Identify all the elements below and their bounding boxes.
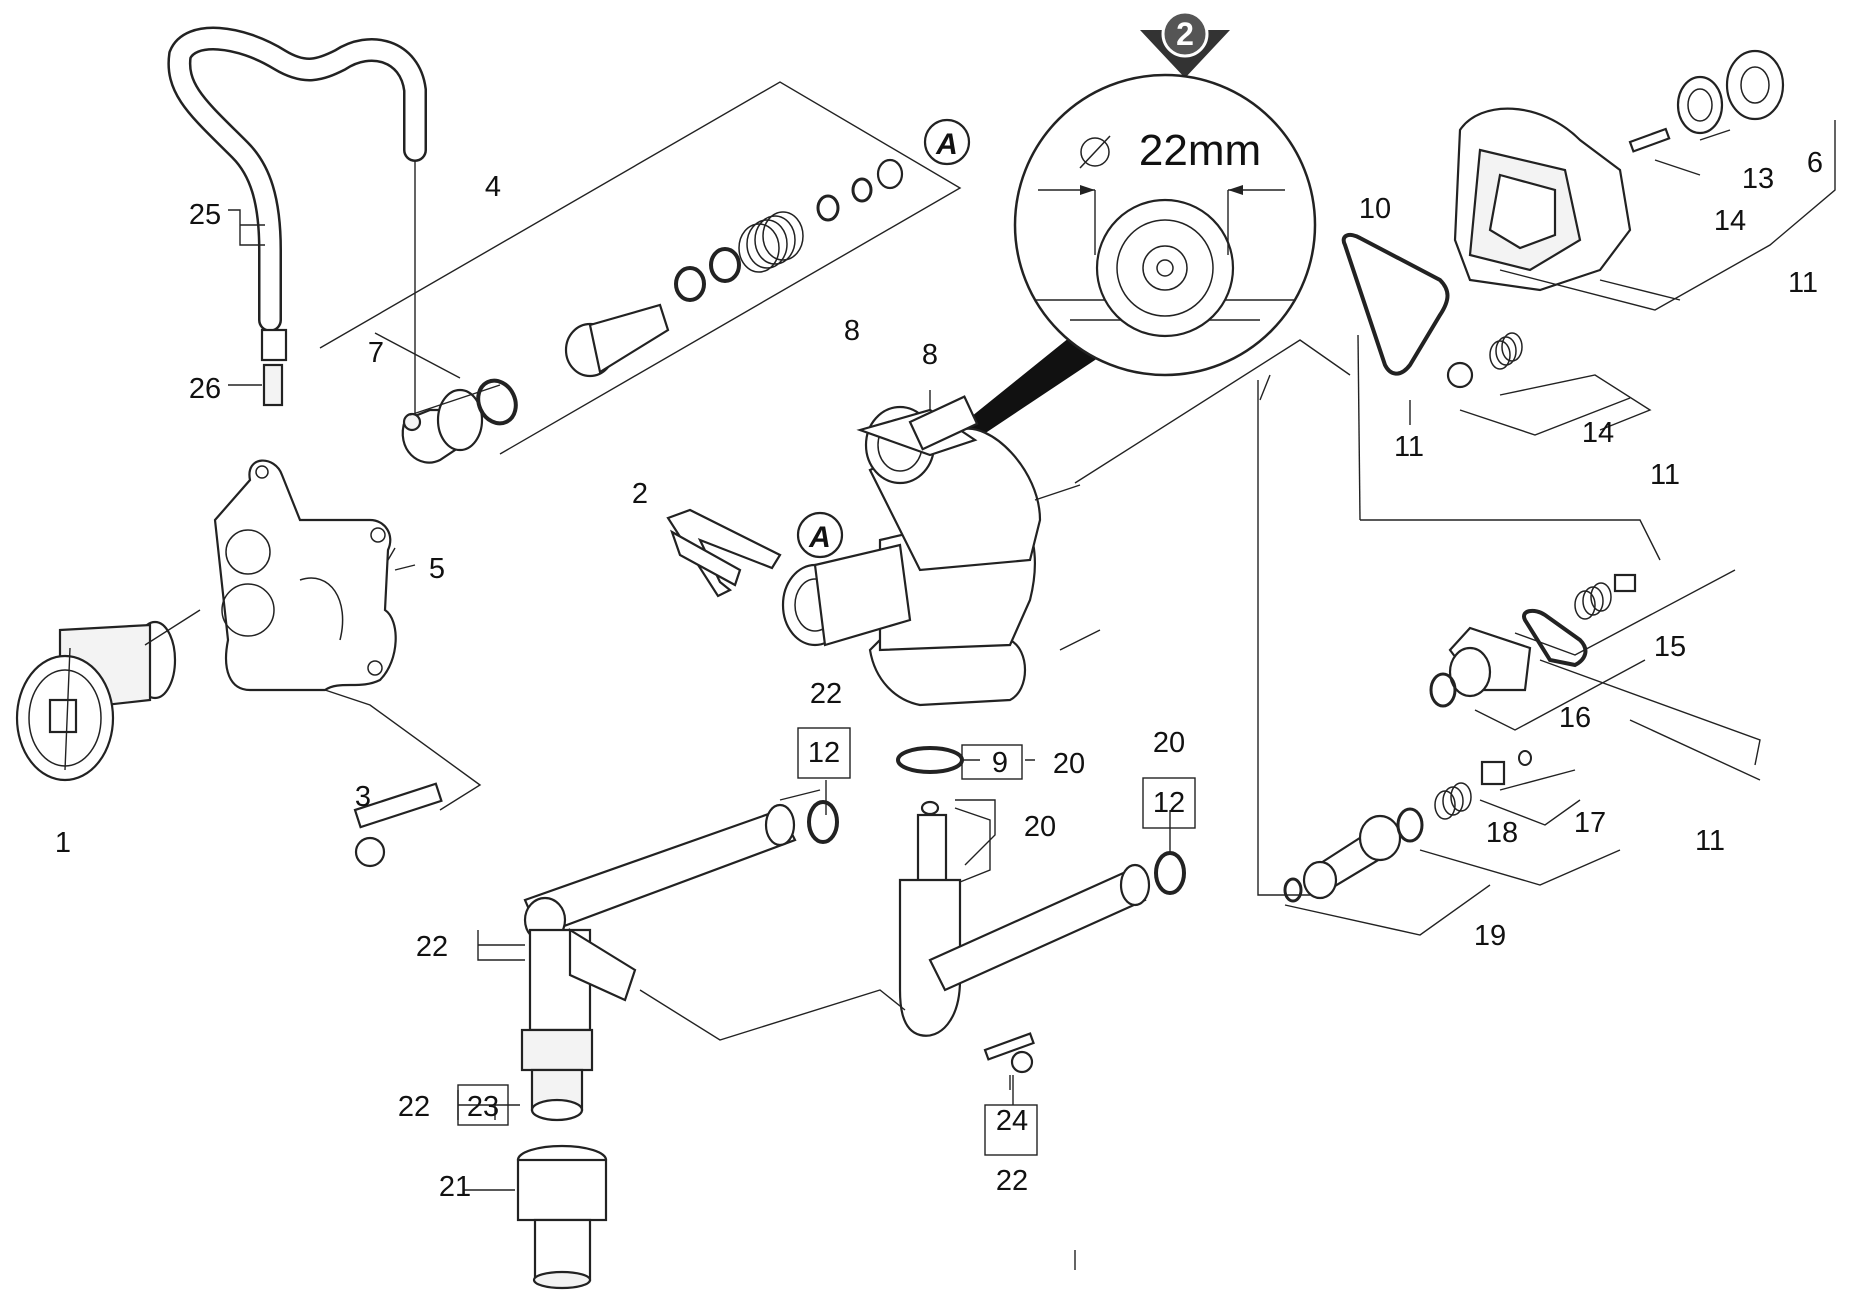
callout-22c: 22 bbox=[398, 1091, 430, 1123]
detail-zoom-circle: 22mm bbox=[920, 73, 1317, 470]
part-hose bbox=[167, 26, 427, 420]
flag-a-head: A bbox=[796, 511, 844, 559]
part-tap-connector bbox=[516, 1144, 608, 1290]
callout-12a: 12 bbox=[808, 737, 840, 769]
part-valve-inserts bbox=[476, 158, 904, 426]
callout-12b: 12 bbox=[1153, 787, 1185, 819]
callout-11c: 11 bbox=[1650, 459, 1680, 491]
marker-circle bbox=[1161, 10, 1209, 58]
callout-9: 9 bbox=[992, 747, 1008, 779]
flag-a-label-chain: A bbox=[935, 128, 958, 161]
part-inlet-pipe bbox=[520, 800, 839, 1122]
callout-20a: 20 bbox=[1053, 748, 1085, 780]
callout-11b: 11 bbox=[1394, 431, 1424, 463]
flag-a-label-head: A bbox=[808, 521, 831, 554]
callout-20b: 20 bbox=[1153, 727, 1185, 759]
part-outlet-pipe bbox=[898, 800, 1186, 1074]
callout-25: 25 bbox=[189, 199, 221, 231]
callout-8a: 8 bbox=[844, 315, 860, 347]
callout-17: 17 bbox=[1574, 807, 1606, 839]
callout-15: 15 bbox=[1654, 631, 1686, 663]
callout-1: 1 bbox=[55, 827, 71, 859]
part-oring-9 bbox=[896, 746, 964, 774]
callout-14a: 14 bbox=[1714, 205, 1746, 237]
callout-10: 10 bbox=[1359, 193, 1391, 225]
callout-4: 4 bbox=[485, 171, 501, 203]
part-valve-housing-right bbox=[1446, 49, 1785, 389]
part-triangle-seal-10 bbox=[1341, 232, 1450, 376]
callout-13: 13 bbox=[1742, 163, 1774, 195]
callout-11d: 11 bbox=[1695, 825, 1725, 857]
callout-14b: 14 bbox=[1582, 417, 1614, 449]
callout-labels: 1 2 3 4 5 6 7 8 8 9 10 11 11 11 11 12 12… bbox=[55, 147, 1823, 1203]
flag-a-chain: A bbox=[923, 118, 971, 166]
part-clip-2 bbox=[666, 508, 782, 598]
part-screw-3 bbox=[353, 782, 443, 868]
callout-8b: 8 bbox=[922, 339, 938, 371]
callout-22d: 22 bbox=[996, 1165, 1028, 1197]
leader-lines bbox=[64, 81, 1836, 1270]
part-quick-coupling bbox=[15, 620, 177, 782]
callout-22a: 22 bbox=[810, 678, 842, 710]
part-valve-7 bbox=[401, 388, 484, 464]
callout-26: 26 bbox=[189, 373, 221, 405]
callout-18: 18 bbox=[1486, 817, 1518, 849]
callout-7: 7 bbox=[368, 337, 384, 369]
detail-marker-label: 2 bbox=[1176, 16, 1194, 52]
callout-24: 24 bbox=[996, 1105, 1028, 1137]
detail-marker: 2 bbox=[1140, 10, 1230, 78]
callout-11a: 11 bbox=[1788, 267, 1818, 299]
callout-5: 5 bbox=[429, 553, 445, 585]
callout-2: 2 bbox=[632, 478, 648, 510]
callout-16: 16 bbox=[1559, 702, 1591, 734]
dimension-label: 22mm bbox=[1139, 126, 1261, 175]
callout-3: 3 bbox=[355, 781, 371, 813]
callout-23: 23 bbox=[467, 1091, 499, 1123]
part-housing-cover bbox=[213, 459, 397, 692]
callout-6: 6 bbox=[1807, 147, 1823, 179]
part-valve-right-middle bbox=[1283, 573, 1637, 903]
callout-20c: 20 bbox=[1024, 811, 1056, 843]
callout-21: 21 bbox=[439, 1171, 471, 1203]
part-pump-head bbox=[781, 395, 1042, 707]
callout-boxes bbox=[457, 727, 1196, 1156]
callout-22b: 22 bbox=[416, 931, 448, 963]
diameter-icon bbox=[1079, 135, 1111, 169]
callout-19: 19 bbox=[1474, 920, 1506, 952]
